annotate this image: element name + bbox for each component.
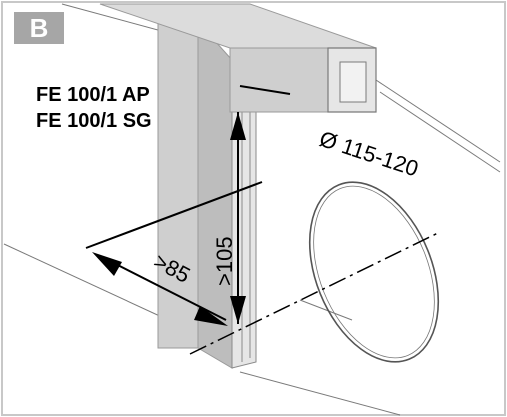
wall-lines: [3, 3, 501, 416]
model-label-sg: FE 100/1 SG: [36, 110, 152, 132]
duct-opening: [308, 181, 440, 363]
height-label: >105: [212, 236, 237, 286]
dimension-arrows: [92, 112, 246, 326]
panel-label-badge: B: [14, 12, 64, 44]
center-line: [189, 231, 441, 355]
duct-opening-inner: [313, 185, 435, 359]
horizontal-profile: [99, 3, 377, 113]
dimension-lines: [85, 85, 291, 324]
model-label-ap: FE 100/1 AP: [36, 84, 150, 106]
